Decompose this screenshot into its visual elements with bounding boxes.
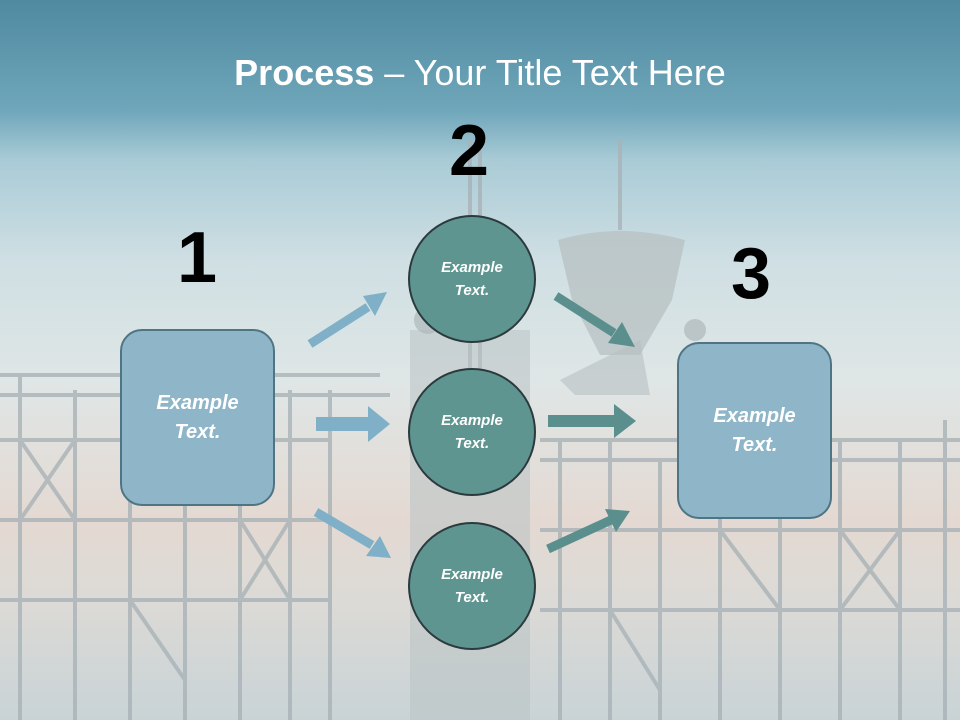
step-number-2: 2 <box>449 111 490 191</box>
arrow-left-to-top <box>307 292 387 348</box>
arrow-bottom-to-right <box>546 509 630 554</box>
arrow-left-to-bottom <box>313 508 391 558</box>
slide-title: Process – Your Title Text Here <box>0 52 960 94</box>
title-bold: Process <box>234 52 375 93</box>
step-number-3: 3 <box>731 234 772 314</box>
circle-bottom-text: Example Text. <box>441 566 503 606</box>
circle-top: Example Text. <box>408 215 536 343</box>
circle-middle: Example Text. <box>408 368 536 496</box>
step-number-1: 1 <box>177 218 218 298</box>
left-box: Example Text. <box>120 329 275 506</box>
title-rest: – Your Title Text Here <box>374 52 726 93</box>
right-box: Example Text. <box>677 342 832 519</box>
arrow-top-to-right <box>553 292 635 347</box>
right-box-text: Example Text. <box>713 404 796 456</box>
arrow-middle-to-right <box>548 404 636 438</box>
circle-middle-text: Example Text. <box>441 412 503 452</box>
left-box-text: Example Text. <box>156 391 239 443</box>
circle-bottom: Example Text. <box>408 522 536 650</box>
arrow-left-to-middle <box>316 406 390 442</box>
circle-top-text: Example Text. <box>441 259 503 299</box>
